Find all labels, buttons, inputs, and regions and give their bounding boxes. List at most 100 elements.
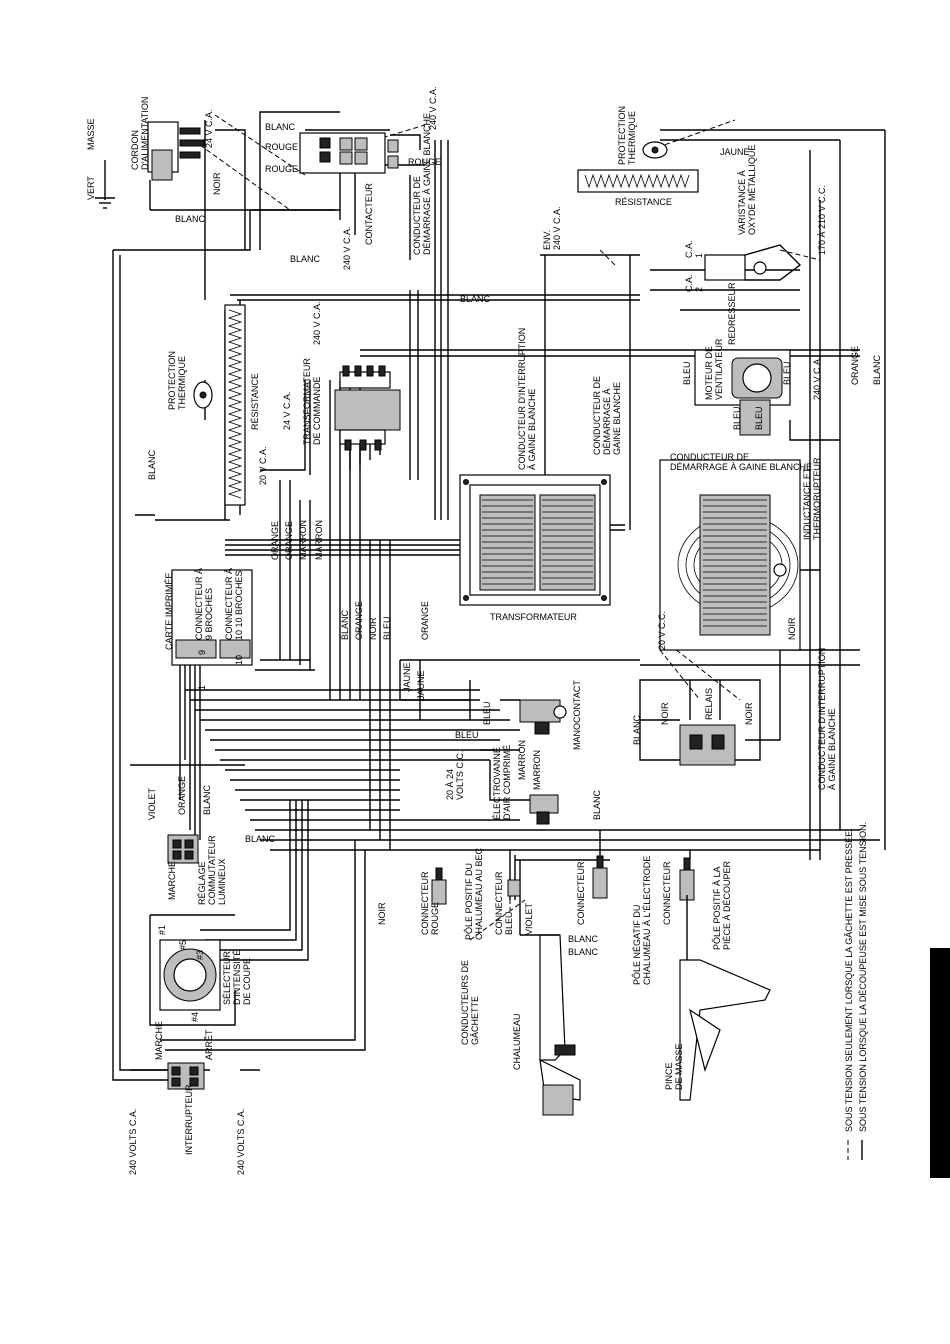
- label-24vca-top: 24 V C.A.: [204, 109, 214, 148]
- label-vert: VERT: [86, 176, 96, 200]
- label-manocontact: MANOCONTACT: [572, 680, 582, 750]
- label-interrupteur: INTERRUPTEUR: [184, 1084, 194, 1155]
- control-transformer: [334, 365, 401, 451]
- current-selector: [159, 939, 221, 1011]
- label-conn-rouge: CONNECTEURROUGE: [420, 871, 440, 935]
- label-marche-a: MARCHE: [167, 861, 177, 900]
- label-240-left: 240 VOLTS C.A.: [128, 1109, 138, 1175]
- label-20vcc: 20 V C.C.: [657, 611, 667, 650]
- label-protection-thermique-top: PROTECTIONTHERMIQUE: [617, 106, 637, 165]
- ground-clamp: [679, 895, 771, 1101]
- label-pince: PINCEDE MASSE: [664, 1043, 684, 1090]
- label-ca2: C.A.2: [684, 274, 704, 292]
- label-blanc-top: BLANC: [265, 122, 296, 132]
- label-electrovanne: ÉLECTROVANNED'AIR COMPRIMÉ: [492, 745, 512, 820]
- label-bleu-b: BLEU: [782, 361, 792, 385]
- label-inductance: INDUCTANCE ETTHERMORUPTEUR: [802, 457, 822, 540]
- resistor-left: [224, 304, 246, 506]
- label-jaune-a: JAUNE: [402, 662, 412, 692]
- label-jaune-b: JAUNE: [416, 670, 426, 700]
- legend-dashed-text: SOUS TENSION SEULEMENT LORSQUE LA GÂCHET…: [844, 828, 854, 1132]
- label-orange-bus: ORANGE: [354, 601, 364, 640]
- label-bleu-long: BLEU: [455, 730, 479, 740]
- label-240vca-xf: 240 V C.A.: [312, 301, 322, 345]
- label-pin1: 1: [197, 685, 207, 690]
- label-noir-right: NOIR: [787, 617, 797, 640]
- fan-motor: [694, 349, 791, 436]
- rectifier: [704, 244, 802, 281]
- label-marron-ev2: MARRON: [532, 750, 542, 790]
- power-cord-plug: [147, 121, 205, 181]
- label-s1: #1: [157, 925, 167, 935]
- label-transformateur: TRANSFORMATEUR: [490, 612, 577, 622]
- label-marron-b: MARRON: [314, 520, 324, 560]
- label-blanc-vert: BLANC: [147, 449, 157, 480]
- label-noir-relais-a: NOIR: [660, 702, 670, 725]
- label-cond-demarrage-center: CONDUCTEUR DEDÉMARRAGE ÀGAINE BLANCHE: [592, 376, 622, 455]
- label-rouge-a: ROUGE: [265, 142, 298, 152]
- connector-workpiece: [679, 857, 695, 901]
- label-orange-a: ORANGE: [270, 521, 280, 560]
- label-carte: CARTE IMPRIMÉE: [164, 573, 174, 650]
- label-240vca-top: 240 V C.A.: [428, 86, 438, 130]
- label-resistance-top: RÉSISTANCE: [615, 197, 672, 207]
- label-arret: ARRÊT: [204, 1029, 214, 1060]
- solenoid-valve: [529, 794, 559, 825]
- label-240vca-mid: 240 V C.A.: [342, 226, 352, 270]
- label-cond-demarrage-top: CONDUCTEUR DEDÉMARRAGE À GAINE BLANCHE: [412, 113, 432, 255]
- label-bleu-a: BLEU: [682, 361, 692, 385]
- label-resistance-left: RÉSISTANCE: [250, 373, 260, 430]
- label-transfo-commande: TRANSFORMATEURDE COMMANDE: [302, 358, 322, 445]
- label-blanc-c: BLANC: [202, 784, 212, 815]
- label-blanc-e1: BLANC: [568, 934, 599, 944]
- label-marron-ev1: MARRON: [517, 740, 527, 780]
- label-pin9: 9: [197, 650, 207, 655]
- label-marche-b: MARCHE: [154, 1021, 164, 1060]
- label-s3: #3: [195, 950, 205, 960]
- label-pin10: 10: [234, 655, 244, 665]
- label-selecteur: SÉLECTEURD'INTENSITÉDE COUPE: [222, 950, 252, 1005]
- label-20-24vcc: 20 À 24VOLTS C.C.: [445, 751, 465, 800]
- label-conn10: CONNECTEUR À10 10 BROCHES: [224, 568, 244, 640]
- pressure-switch: [519, 699, 567, 735]
- label-blanc-h: BLANC: [460, 294, 491, 304]
- label-blanc-left: BLANC: [175, 214, 206, 224]
- label-conn-piece: CONNECTEUR: [662, 861, 672, 925]
- adjustment-switch: [167, 834, 199, 864]
- label-orange-right: ORANGE: [850, 346, 860, 385]
- label-240vca-right: 240 V C.A.: [812, 356, 822, 400]
- ground-symbol: [95, 160, 115, 209]
- legend-solid-text: SOUS TENSION LORSQUE LA DÉCOUPEUSE EST M…: [858, 822, 868, 1132]
- label-pole-negatif: PÔLE NÉGATIF DUCHALUMEAU À L'ÉLECTRODE: [632, 856, 652, 985]
- torch: [520, 934, 581, 1116]
- contactor: [299, 132, 399, 174]
- label-20vca-xf: 20 V C.A.: [258, 446, 268, 485]
- label-ca1: C.A.1: [684, 240, 704, 258]
- label-cond-gachette: CONDUCTEURS DEGÂCHETTE: [460, 960, 480, 1045]
- main-transformer: [459, 474, 611, 606]
- label-contacteur: CONTACTEUR: [364, 183, 374, 245]
- label-masse: MASSE: [86, 118, 96, 150]
- connector-electrode: [592, 855, 608, 899]
- label-s5: #5: [178, 940, 188, 950]
- label-rouge-b: ROUGE: [265, 164, 298, 174]
- label-noir-relais-b: NOIR: [744, 702, 754, 725]
- diagram-labels: VERT MASSE CORDOND'ALIMENTATION 24 V C.A…: [86, 86, 882, 1175]
- label-violet-a: VIOLET: [147, 787, 157, 820]
- label-240-right: 240 VOLTS C.A.: [236, 1109, 246, 1175]
- label-rouge-c: ROUGE: [408, 157, 441, 167]
- label-blanc-mid: BLANC: [290, 254, 321, 264]
- connector-red: [431, 867, 447, 905]
- legend: [847, 1140, 863, 1160]
- relay: [679, 724, 736, 766]
- label-orange-bus2: ORANGE: [420, 601, 430, 640]
- thermal-protection-left: [193, 381, 213, 409]
- label-blanc-bus: BLANC: [340, 609, 350, 640]
- page-edge-tab: [930, 948, 950, 1178]
- label-conn-bleu: CONNECTEURBLEU: [494, 871, 514, 935]
- label-bleu-mano: BLEU: [482, 701, 492, 725]
- label-noir-bottom: NOIR: [377, 902, 387, 925]
- label-conn-electrode: CONNECTEUR: [576, 861, 586, 925]
- label-conn9: CONNECTEUR À9 BROCHES: [194, 568, 214, 640]
- label-blanc-d: BLANC: [245, 834, 276, 844]
